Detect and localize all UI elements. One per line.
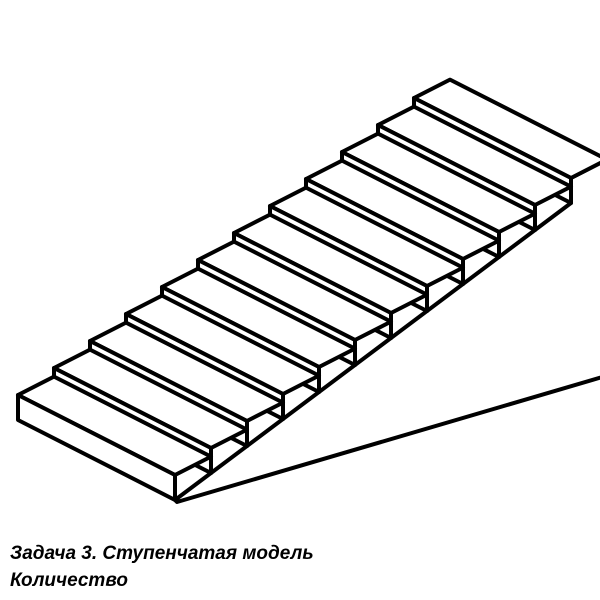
caption-subtitle: Количество [10, 570, 128, 591]
figure-caption: Задача 3. Ступенчатая модель Количество [10, 540, 314, 594]
step-riser [16, 393, 177, 502]
staircase-steps [16, 77, 600, 502]
caption-title: Задача 3. Ступенчатая модель [10, 543, 314, 564]
